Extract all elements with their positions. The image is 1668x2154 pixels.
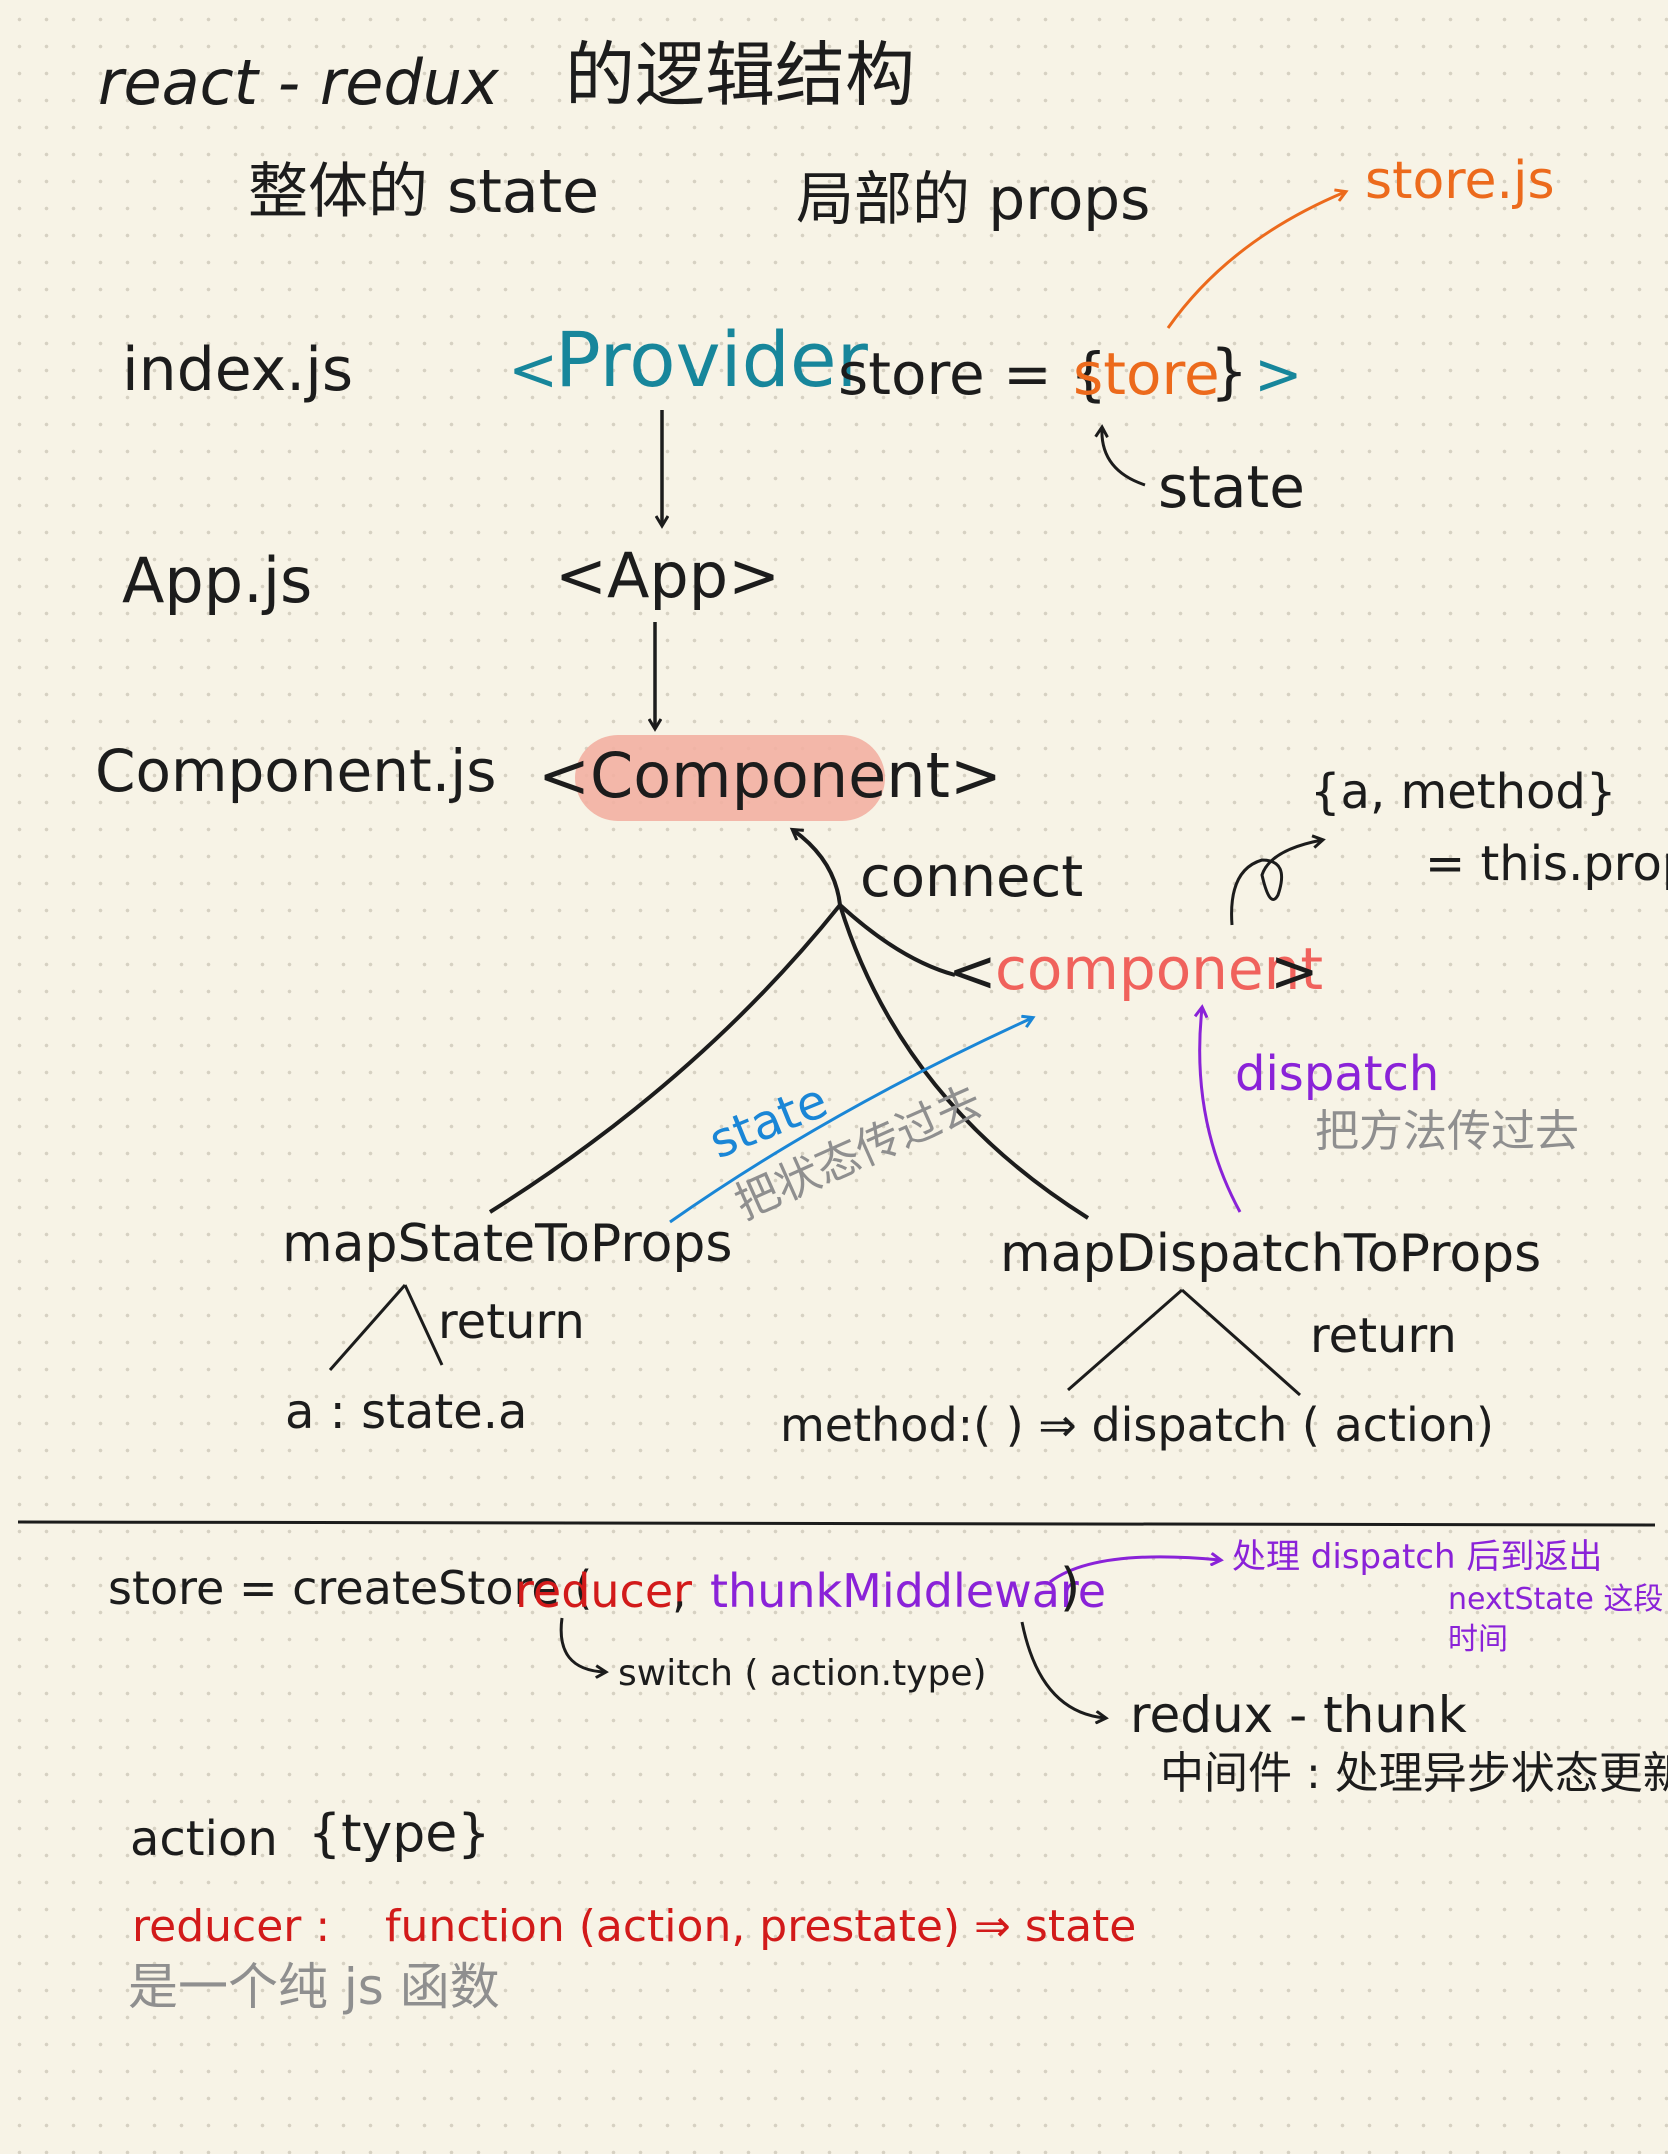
provider-name: Provider	[555, 315, 868, 404]
connect-to-component	[838, 903, 956, 977]
mdp-value: method:( ) ⇒ dispatch ( action)	[780, 1398, 1494, 1452]
arrow-thunk-reduxthunk	[1020, 1621, 1105, 1718]
create-store-comma: ,	[672, 1564, 687, 1618]
mdp-branch-right	[1181, 1288, 1301, 1397]
reducer-label: reducer :	[132, 1901, 331, 1952]
action-label: action	[130, 1811, 278, 1867]
map-dispatch-to-props: mapDispatchToProps	[1000, 1224, 1542, 1284]
middleware-note-line-1: 处理 dispatch 后到返出	[1232, 1537, 1603, 1577]
msp-branch-left	[328, 1284, 407, 1371]
redux-thunk-label: redux - thunk	[1130, 1686, 1467, 1744]
msp-value: a : state.a	[285, 1384, 528, 1440]
reducer-note: 是一个纯 js 函数	[128, 1958, 500, 2016]
provider-open: <	[508, 335, 559, 405]
store-prop: store = {	[838, 340, 1108, 408]
component-highlight	[575, 735, 885, 821]
mdp-return: return	[1310, 1308, 1457, 1364]
whole-state-label: 整体的 state	[248, 157, 600, 227]
title-subtitle: 的逻辑结构	[565, 34, 915, 116]
section-divider	[17, 1520, 1656, 1527]
local-props-label: 局部的 props	[796, 165, 1151, 233]
arrow-store-storejs	[1166, 192, 1345, 329]
connect-to-mdp	[838, 904, 1090, 1220]
connected-component-name: component	[995, 935, 1324, 1003]
dispatch-note: 把方法传过去	[1315, 1106, 1579, 1157]
component-gt: >	[1270, 937, 1319, 1005]
store-close: }	[1210, 337, 1249, 407]
props-equals-this-props: = this.props	[1425, 836, 1668, 892]
msp-branch-right	[403, 1284, 444, 1366]
title-main: react - redux	[98, 46, 499, 119]
middleware-note-line-2: nextState 这段	[1448, 1582, 1664, 1617]
arrow-thunk-note	[1049, 1557, 1220, 1584]
arrow-state-store	[1102, 428, 1146, 487]
component-file-label: Component.js	[95, 737, 497, 805]
arrow-state-blue	[669, 1018, 1032, 1224]
middleware-note-line-3: 时间	[1448, 1622, 1508, 1657]
create-store-thunk: thunkMiddleware	[710, 1564, 1107, 1618]
provider-close: >	[1254, 340, 1303, 408]
reducer-definition: function (action, prestate) ⇒ state	[385, 1901, 1137, 1952]
create-store-close: )	[1060, 1558, 1081, 1618]
connect-arrow	[793, 830, 842, 906]
create-store-reducer: reducer	[515, 1564, 693, 1618]
create-store-prefix: store = createStore (	[108, 1561, 593, 1615]
props-object: {a, method}	[1310, 764, 1617, 820]
store-js-label: store.js	[1365, 151, 1555, 211]
arrow-dispatch-purple	[1200, 1008, 1242, 1213]
arrow-loop-props	[1230, 840, 1322, 926]
app-file-label: App.js	[122, 544, 313, 617]
redux-thunk-note: 中间件 : 处理异步状态更新	[1160, 1748, 1668, 1799]
component-tag: <Component>	[538, 739, 1002, 812]
dispatch-purple-label: dispatch	[1235, 1046, 1440, 1102]
index-file-label: index.js	[122, 335, 354, 405]
connect-to-msp	[488, 903, 842, 1214]
map-state-to-props: mapStateToProps	[282, 1214, 733, 1274]
store-inner: store	[1073, 340, 1220, 408]
action-object: {type}	[308, 1804, 491, 1864]
state-label: state	[1158, 453, 1305, 521]
arrow-reducer-switch	[559, 1617, 605, 1672]
switch-action-type: switch ( action.type)	[618, 1653, 987, 1694]
connect-label: connect	[860, 845, 1084, 910]
mdp-branch-left	[1067, 1288, 1183, 1392]
component-lt: <	[948, 937, 997, 1005]
app-tag: <App>	[555, 539, 781, 612]
msp-return: return	[438, 1294, 585, 1350]
